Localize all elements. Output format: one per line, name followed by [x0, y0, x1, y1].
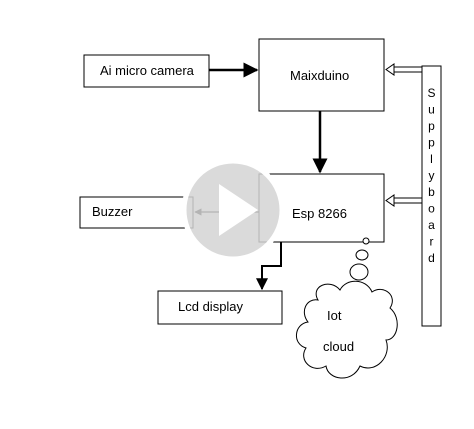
buzzer-block: Buzzer	[79, 196, 194, 229]
lcd-label: Lcd display	[178, 299, 244, 314]
camera-label: Ai micro camera	[100, 63, 195, 78]
supply-board-letter: d	[428, 251, 435, 265]
cloud-shape	[296, 280, 398, 379]
supply-board-letter: b	[428, 185, 435, 199]
supply-board-letter: p	[428, 119, 435, 133]
camera-block: Ai micro camera	[83, 54, 210, 88]
bubble-small	[362, 237, 370, 245]
bubble-medium	[355, 249, 369, 261]
play-icon[interactable]	[181, 158, 285, 262]
esp-label: Esp 8266	[292, 206, 347, 221]
buzzer-label: Buzzer	[92, 204, 133, 219]
iot-cloud-group	[296, 237, 398, 379]
supply-to-esp-head	[385, 194, 395, 207]
cloud-label-line1: Iot	[327, 308, 342, 323]
supply-board-letter: u	[428, 103, 435, 117]
supply-board-letter: y	[429, 169, 435, 183]
lcd-block: Lcd display	[157, 290, 283, 325]
esp-to-lcd-arrow	[256, 242, 282, 291]
bubble-large	[349, 263, 369, 281]
maixduino-label: Maixduino	[290, 68, 349, 83]
supply-board-letter: l	[430, 152, 433, 166]
supply-board-letter: p	[428, 136, 435, 150]
supply-board-letter: r	[430, 235, 434, 249]
supply-to-maixduino-head	[385, 63, 395, 76]
supply-board-letter: S	[427, 86, 435, 100]
supply-board-letter: a	[428, 218, 435, 232]
cloud-label-line2: cloud	[323, 339, 354, 354]
supply-board-letter: o	[428, 202, 435, 216]
maixduino-block: Maixduino	[258, 38, 385, 112]
